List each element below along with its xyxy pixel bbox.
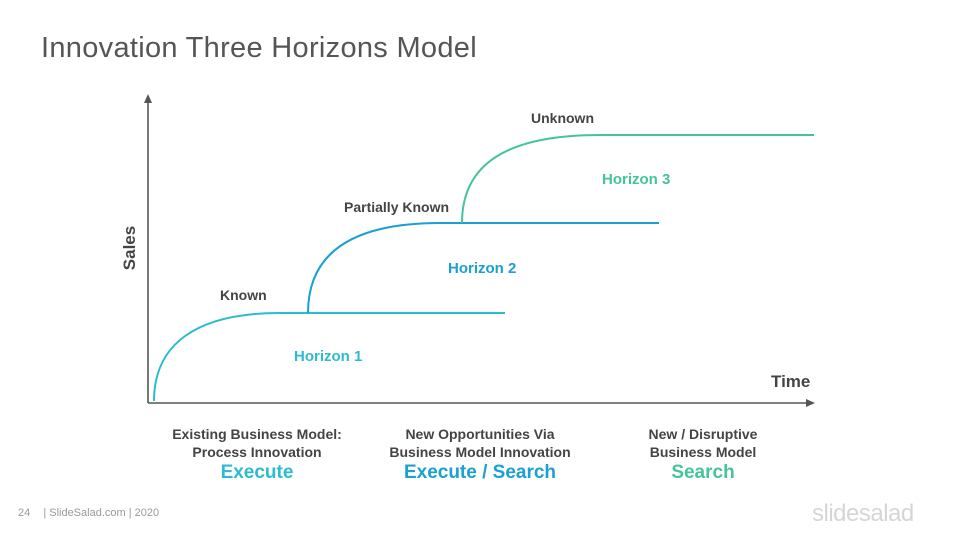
column-desc-line1: New / Disruptive [648, 426, 758, 442]
known-label: Known [220, 287, 267, 303]
column-execute-search: New Opportunities Via Business Model Inn… [370, 425, 590, 484]
horizon-3-curve [461, 134, 814, 224]
horizon-1-curve [153, 312, 505, 402]
column-action: Execute [220, 462, 294, 483]
footer: 24 | SlideSalad.com | 2020 [18, 507, 169, 519]
y-axis-label: Sales [120, 225, 140, 271]
column-search: New / Disruptive Business Model Search [593, 425, 813, 484]
footer-text: | SlideSalad.com | 2020 [43, 507, 160, 519]
horizon-1-label: Horizon 1 [294, 348, 363, 365]
column-desc-line2: Business Model Innovation [389, 444, 571, 460]
column-desc-line1: Existing Business Model: [172, 426, 342, 442]
column-desc-line1: New Opportunities Via [405, 426, 555, 442]
page-number: 24 [18, 507, 31, 519]
horizon-2-curve [307, 222, 659, 314]
column-action: Search [671, 462, 735, 483]
column-execute: Existing Business Model: Process Innovat… [147, 425, 367, 484]
x-axis-label: Time [771, 372, 811, 391]
unknown-label: Unknown [531, 110, 594, 126]
x-axis-arrow [806, 399, 815, 407]
column-desc-line2: Business Model [649, 444, 757, 460]
brand-logo: slidesalad [812, 500, 914, 527]
partially-known-label: Partially Known [344, 199, 450, 215]
y-axis-arrow [144, 94, 152, 103]
column-desc-line2: Process Innovation [192, 444, 322, 460]
column-action: Execute / Search [403, 462, 557, 483]
horizon-3-label: Horizon 3 [602, 171, 671, 188]
horizon-2-label: Horizon 2 [448, 260, 517, 277]
slide-title: Innovation Three Horizons Model [41, 32, 477, 64]
